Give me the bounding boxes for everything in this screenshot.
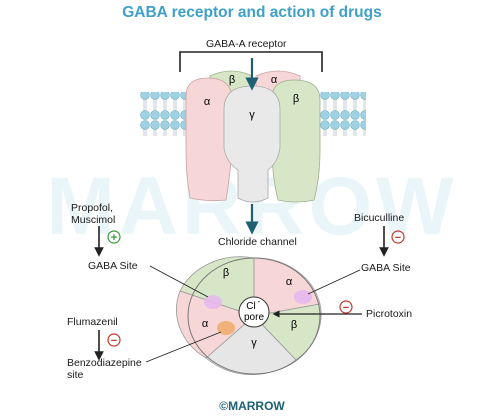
diagram-title: GABA receptor and action of drugs	[122, 4, 382, 21]
flumazenil-minus-sign: −	[111, 335, 117, 347]
section-gamma	[205, 315, 297, 375]
drug-picrotoxin: Picrotoxin	[366, 308, 413, 320]
section-gamma-symbol: γ	[251, 337, 257, 349]
receptor-bracket	[179, 51, 323, 72]
footer-copyright: ©MARROW	[219, 399, 285, 413]
bicuculline-minus-sign: −	[395, 232, 401, 244]
receptor-gamma-symbol: γ	[249, 109, 255, 121]
flumazenil-minus-circle	[107, 333, 121, 347]
pore-ion: Cl	[246, 301, 255, 312]
bzd-site-marker	[217, 321, 235, 335]
drug-flumazenil: Flumazenil	[67, 316, 118, 328]
section-beta-top-symbol: β	[223, 267, 229, 279]
receptor-beta-right-symbol: β	[293, 93, 299, 105]
bzd-site-label-line1: Benzodiazepine	[67, 357, 142, 369]
section-beta-top	[179, 256, 255, 317]
section-alpha-left	[176, 290, 255, 359]
picrotoxin-minus-circle	[339, 300, 353, 314]
subunit-gamma	[223, 85, 281, 203]
receptor-beta-back-symbol: β	[229, 74, 235, 86]
section-beta-right-symbol: β	[291, 319, 297, 331]
pore-ion-charge: -	[258, 297, 261, 306]
receptor-cross-section	[176, 256, 322, 375]
receptor-subunits	[185, 70, 321, 203]
section-alpha-top-symbol: α	[286, 276, 293, 288]
chloride-pore	[238, 296, 270, 328]
receptor-alpha-back-symbol: α	[271, 74, 278, 86]
bzd-site-leader	[145, 331, 222, 363]
picrotoxin-minus-sign: −	[343, 302, 349, 314]
section-alpha-left-symbol: α	[202, 318, 209, 330]
chloride-channel-label: Chloride channel	[218, 236, 297, 248]
subunit-beta-front	[271, 79, 321, 203]
gaba-site-left-label: GABA Site	[88, 260, 138, 272]
gaba-site-left-marker	[204, 295, 222, 309]
gaba-site-left-leader	[149, 265, 209, 298]
gaba-site-right-leader	[307, 269, 361, 295]
gaba-site-right-label: GABA Site	[361, 262, 411, 274]
receptor-alpha-left-symbol: α	[204, 96, 211, 108]
pore-label: pore	[244, 312, 264, 323]
gaba-site-right-marker	[294, 290, 312, 304]
plus-sign: +	[111, 232, 117, 244]
subunit-alpha-front	[185, 77, 233, 202]
drug-muscimol: Muscimol	[71, 214, 116, 226]
bzd-site-label-line2: site	[67, 369, 84, 381]
drug-bicuculline: Bicuculline	[354, 212, 405, 224]
drug-propofol: Propofol,	[71, 202, 114, 214]
plus-sign-circle	[107, 230, 121, 244]
bicuculline-minus-circle	[391, 230, 405, 244]
receptor-label: GABA-A receptor	[206, 38, 287, 50]
